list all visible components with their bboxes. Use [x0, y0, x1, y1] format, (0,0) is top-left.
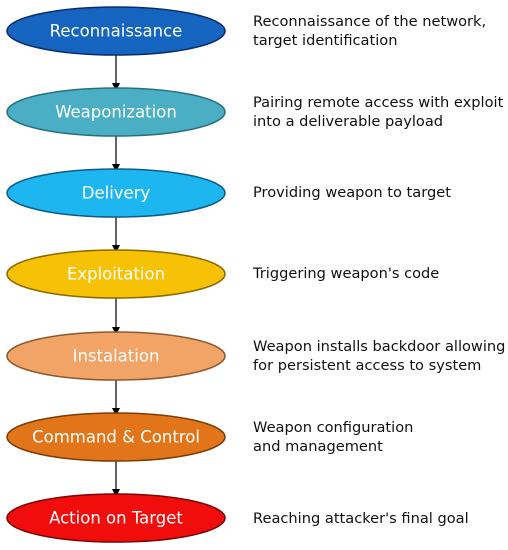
stage-reconnaissance: Reconnaissance: [6, 6, 226, 56]
description-line: Weapon installs backdoor allowing: [253, 338, 506, 355]
stage-weaponization: Weaponization: [6, 87, 226, 137]
stage-command-control-ellipse: [6, 412, 226, 462]
description-line: Pairing remote access with exploit: [253, 94, 504, 111]
description-line: Triggering weapon's code: [253, 265, 440, 282]
stage-delivery: Delivery: [6, 168, 226, 218]
stage-exploitation-label: Exploitation: [67, 265, 165, 284]
description-line: for persistent access to system: [253, 357, 482, 374]
description-action-on-target: Reaching attacker's final goal: [253, 509, 508, 528]
stage-instalation-label: Instalation: [73, 347, 160, 366]
description-line: Weapon configuration: [253, 419, 414, 436]
stage-exploitation-ellipse: [6, 249, 226, 299]
description-instalation: Weapon installs backdoor allowing for pe…: [253, 337, 508, 375]
description-line: Reaching attacker's final goal: [253, 510, 469, 527]
description-delivery: Providing weapon to target: [253, 183, 508, 202]
description-line: and management: [253, 438, 383, 455]
stage-reconnaissance-ellipse: [6, 6, 226, 56]
description-line: target identification: [253, 32, 398, 49]
description-exploitation: Triggering weapon's code: [253, 264, 508, 283]
stage-delivery-label: Delivery: [82, 184, 151, 203]
stage-command-control-label: Command & Control: [32, 428, 200, 447]
description-line: Providing weapon to target: [253, 184, 451, 201]
description-reconnaissance: Reconnaissance of the network, target id…: [253, 12, 508, 50]
stage-weaponization-label: Weaponization: [55, 103, 177, 122]
stage-instalation: Instalation: [6, 331, 226, 381]
description-weaponization: Pairing remote access with exploit into …: [253, 93, 508, 131]
stage-command-control: Command & Control: [6, 412, 226, 462]
stage-reconnaissance-label: Reconnaissance: [50, 22, 183, 41]
stage-delivery-ellipse: [6, 168, 226, 218]
description-line: into a deliverable payload: [253, 113, 444, 130]
stage-weaponization-ellipse: [6, 87, 226, 137]
description-command-control: Weapon configuration and management: [253, 418, 508, 456]
stage-action-on-target: Action on Target: [6, 493, 226, 543]
stage-action-on-target-ellipse: [6, 493, 226, 543]
stage-instalation-ellipse: [6, 331, 226, 381]
stage-action-on-target-label: Action on Target: [49, 509, 183, 528]
description-line: Reconnaissance of the network,: [253, 13, 487, 30]
stage-exploitation: Exploitation: [6, 249, 226, 299]
